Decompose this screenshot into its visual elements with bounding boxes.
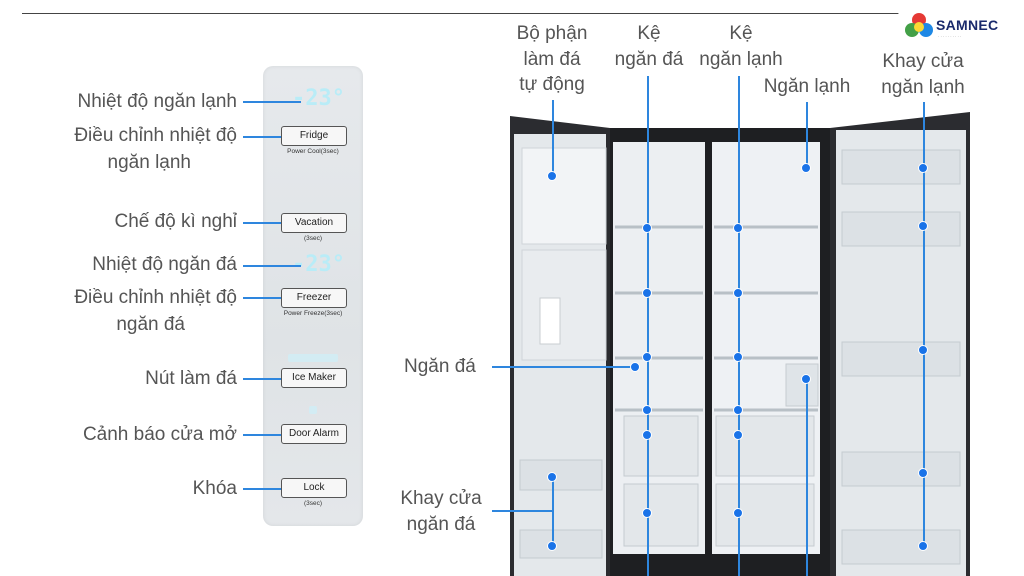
leader-fridge-compartment — [806, 102, 808, 168]
leader-ice-maker-button — [243, 378, 281, 380]
marker-fridge-shelf-1 — [733, 223, 743, 233]
marker-freezer-shelf-3 — [642, 352, 652, 362]
ice-maker-button[interactable]: Ice Maker — [281, 368, 347, 388]
label-ice-maker-2: làm đá — [523, 49, 581, 70]
label-fridge-door-tray-2: ngăn lạnh — [881, 77, 965, 98]
marker-fridge-door-tray-3 — [918, 345, 928, 355]
label-fridge-adjust-1: Điều chỉnh nhiệt độ — [74, 125, 237, 146]
leader-lock — [243, 488, 281, 490]
label-fridge-door-tray-1: Khay cửa — [882, 51, 964, 72]
label-fridge-adjust-2: ngăn lạnh — [107, 152, 191, 173]
logo-mark-icon — [905, 13, 933, 37]
vacation-button-sub: (3sec) — [303, 235, 323, 242]
label-fridge-compartment: Ngăn lạnh — [763, 76, 851, 97]
ice-maker-indicator — [288, 354, 338, 362]
lock-button-sub: (3sec) — [303, 500, 323, 507]
leader-freezer-compartment — [492, 366, 634, 368]
label-freezer-temp: Nhiệt độ ngăn đá — [92, 254, 237, 275]
leader-freezer-shelf — [647, 76, 649, 576]
marker-freezer-drawer-2 — [642, 508, 652, 518]
leader-door-alarm — [243, 434, 281, 436]
label-freezer-door-tray-2: ngăn đá — [406, 514, 476, 535]
marker-fridge-drawer-1 — [733, 430, 743, 440]
fridge-button[interactable]: Fridge — [281, 126, 347, 146]
marker-fridge-door-tray-4 — [918, 468, 928, 478]
marker-freezer-door-tray-2 — [547, 541, 557, 551]
logo-tagline: · · · · · · · · · · — [938, 34, 962, 39]
label-freezer-shelf-2: ngăn đá — [614, 49, 684, 70]
label-freezer-adjust-1: Điều chỉnh nhiệt độ — [74, 287, 237, 308]
label-ice-maker-3: tự động — [519, 74, 585, 95]
marker-freezer-door-tray-1 — [547, 472, 557, 482]
label-fridge-temp: Nhiệt độ ngăn lạnh — [77, 91, 237, 112]
freezer-button[interactable]: Freezer — [281, 288, 347, 308]
marker-ice-maker — [547, 171, 557, 181]
marker-fridge-shelf-4 — [733, 405, 743, 415]
top-divider — [22, 13, 982, 14]
label-lock: Khóa — [192, 478, 237, 499]
fridge-temp-display: -23° — [292, 86, 345, 111]
marker-fridge-door-tray-2 — [918, 221, 928, 231]
label-vacation: Chế độ kì nghỉ — [114, 211, 237, 232]
door-alarm-indicator — [309, 406, 317, 414]
leader-fridge-compartment-lower — [806, 378, 808, 576]
label-freezer-shelf-1: Kệ — [637, 23, 661, 44]
fridge-button-sub: Power Cool(3sec) — [287, 148, 339, 155]
marker-fridge-shelf-3 — [733, 352, 743, 362]
label-freezer-door-tray-1: Khay cửa — [400, 488, 482, 509]
leader-fridge-shelf — [738, 76, 740, 576]
freezer-temp-display: -23° — [292, 252, 345, 277]
leader-ice-maker — [552, 100, 554, 176]
freezer-button-sub: Power Freeze(3sec) — [283, 310, 343, 317]
marker-freezer-shelf-4 — [642, 405, 652, 415]
leader-freezer-door-tray — [552, 478, 554, 548]
marker-fridge-drawer-2 — [733, 508, 743, 518]
leader-freezer-door-tray-h — [492, 510, 554, 512]
marker-fridge-compartment — [801, 163, 811, 173]
marker-fridge-compartment-2 — [801, 374, 811, 384]
label-fridge-shelf-1: Kệ — [729, 23, 753, 44]
leader-fridge-temp — [243, 101, 301, 103]
marker-freezer-shelf-1 — [642, 223, 652, 233]
leader-freezer-adjust — [243, 297, 281, 299]
brand-logo: SAMNEC · · · · · · · · · · — [898, 8, 1012, 46]
leader-fridge-adjust — [243, 136, 281, 138]
leader-freezer-temp — [243, 265, 301, 267]
label-ice-maker-1: Bộ phận — [516, 23, 588, 44]
label-fridge-shelf-2: ngăn lạnh — [699, 49, 783, 70]
label-freezer-compartment: Ngăn đá — [404, 356, 476, 377]
leader-fridge-door-tray — [923, 102, 925, 548]
label-ice-maker-button: Nút làm đá — [145, 368, 237, 389]
leader-vacation — [243, 222, 281, 224]
logo-text: SAMNEC — [936, 17, 999, 33]
marker-fridge-door-tray-1 — [918, 163, 928, 173]
marker-freezer-shelf-2 — [642, 288, 652, 298]
label-door-alarm: Cảnh báo cửa mở — [82, 424, 237, 445]
marker-fridge-door-tray-5 — [918, 541, 928, 551]
door-alarm-button[interactable]: Door Alarm — [281, 424, 347, 444]
vacation-button[interactable]: Vacation — [281, 213, 347, 233]
marker-freezer-drawer-1 — [642, 430, 652, 440]
marker-freezer-compartment — [630, 362, 640, 372]
label-freezer-adjust-2: ngăn đá — [116, 314, 185, 335]
lock-button[interactable]: Lock — [281, 478, 347, 498]
marker-fridge-shelf-2 — [733, 288, 743, 298]
